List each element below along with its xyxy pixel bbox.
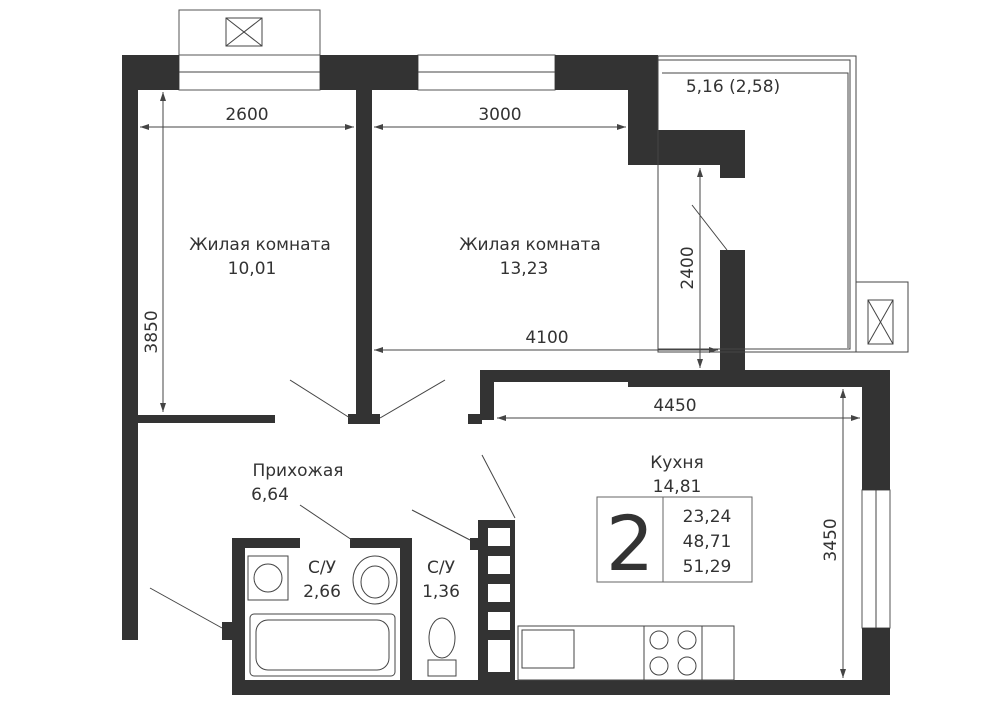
- bath1-area: 2,66: [303, 582, 341, 602]
- stove-icon: [643, 625, 703, 681]
- total-area-with-balcony: 51,29: [683, 557, 732, 577]
- dim-room1-width: 2600: [225, 105, 268, 125]
- toilet-icon: [427, 617, 457, 677]
- ac-unit-icon: [178, 9, 321, 56]
- hallway-area: 6,64: [251, 485, 289, 505]
- rooms-count: 2: [606, 499, 654, 588]
- area-summary-box: 2 23,24 48,71 51,29: [596, 496, 753, 588]
- room1-area: 10,01: [228, 259, 277, 279]
- dim-room1-depth: 3850: [142, 310, 162, 353]
- dim-room2-depth: 2400: [678, 246, 698, 289]
- dim-room2-bottom: 4100: [525, 328, 568, 348]
- kitchen-counter: [517, 625, 735, 681]
- bath2-name: С/У: [427, 558, 456, 578]
- bathtub-icon: [249, 613, 396, 677]
- kitchen-name: Кухня: [650, 453, 704, 473]
- room2-name: Жилая комната: [459, 235, 601, 255]
- vent-shaft: [488, 528, 510, 672]
- total-area: 48,71: [683, 532, 732, 552]
- dim-room2-width: 3000: [478, 105, 521, 125]
- room1-name: Жилая комната: [189, 235, 331, 255]
- bath1-name: С/У: [308, 558, 337, 578]
- sink-icon: [352, 555, 398, 605]
- bath2-area: 1,36: [422, 582, 460, 602]
- dim-kitchen-depth: 3450: [821, 518, 841, 561]
- hallway-name: Прихожая: [252, 461, 343, 481]
- washing-machine-icon: [247, 555, 289, 601]
- walls: [122, 55, 890, 695]
- living-area: 23,24: [683, 507, 732, 527]
- windows: [178, 54, 891, 629]
- room2-area: 13,23: [500, 259, 549, 279]
- dim-kitchen-width: 4450: [653, 396, 696, 416]
- dimension-lines: [140, 92, 860, 678]
- kitchen-sink-icon: [521, 629, 575, 669]
- balcony: [657, 55, 909, 353]
- kitchen-area: 14,81: [653, 477, 702, 497]
- balcony-area: 5,16 (2,58): [686, 77, 780, 97]
